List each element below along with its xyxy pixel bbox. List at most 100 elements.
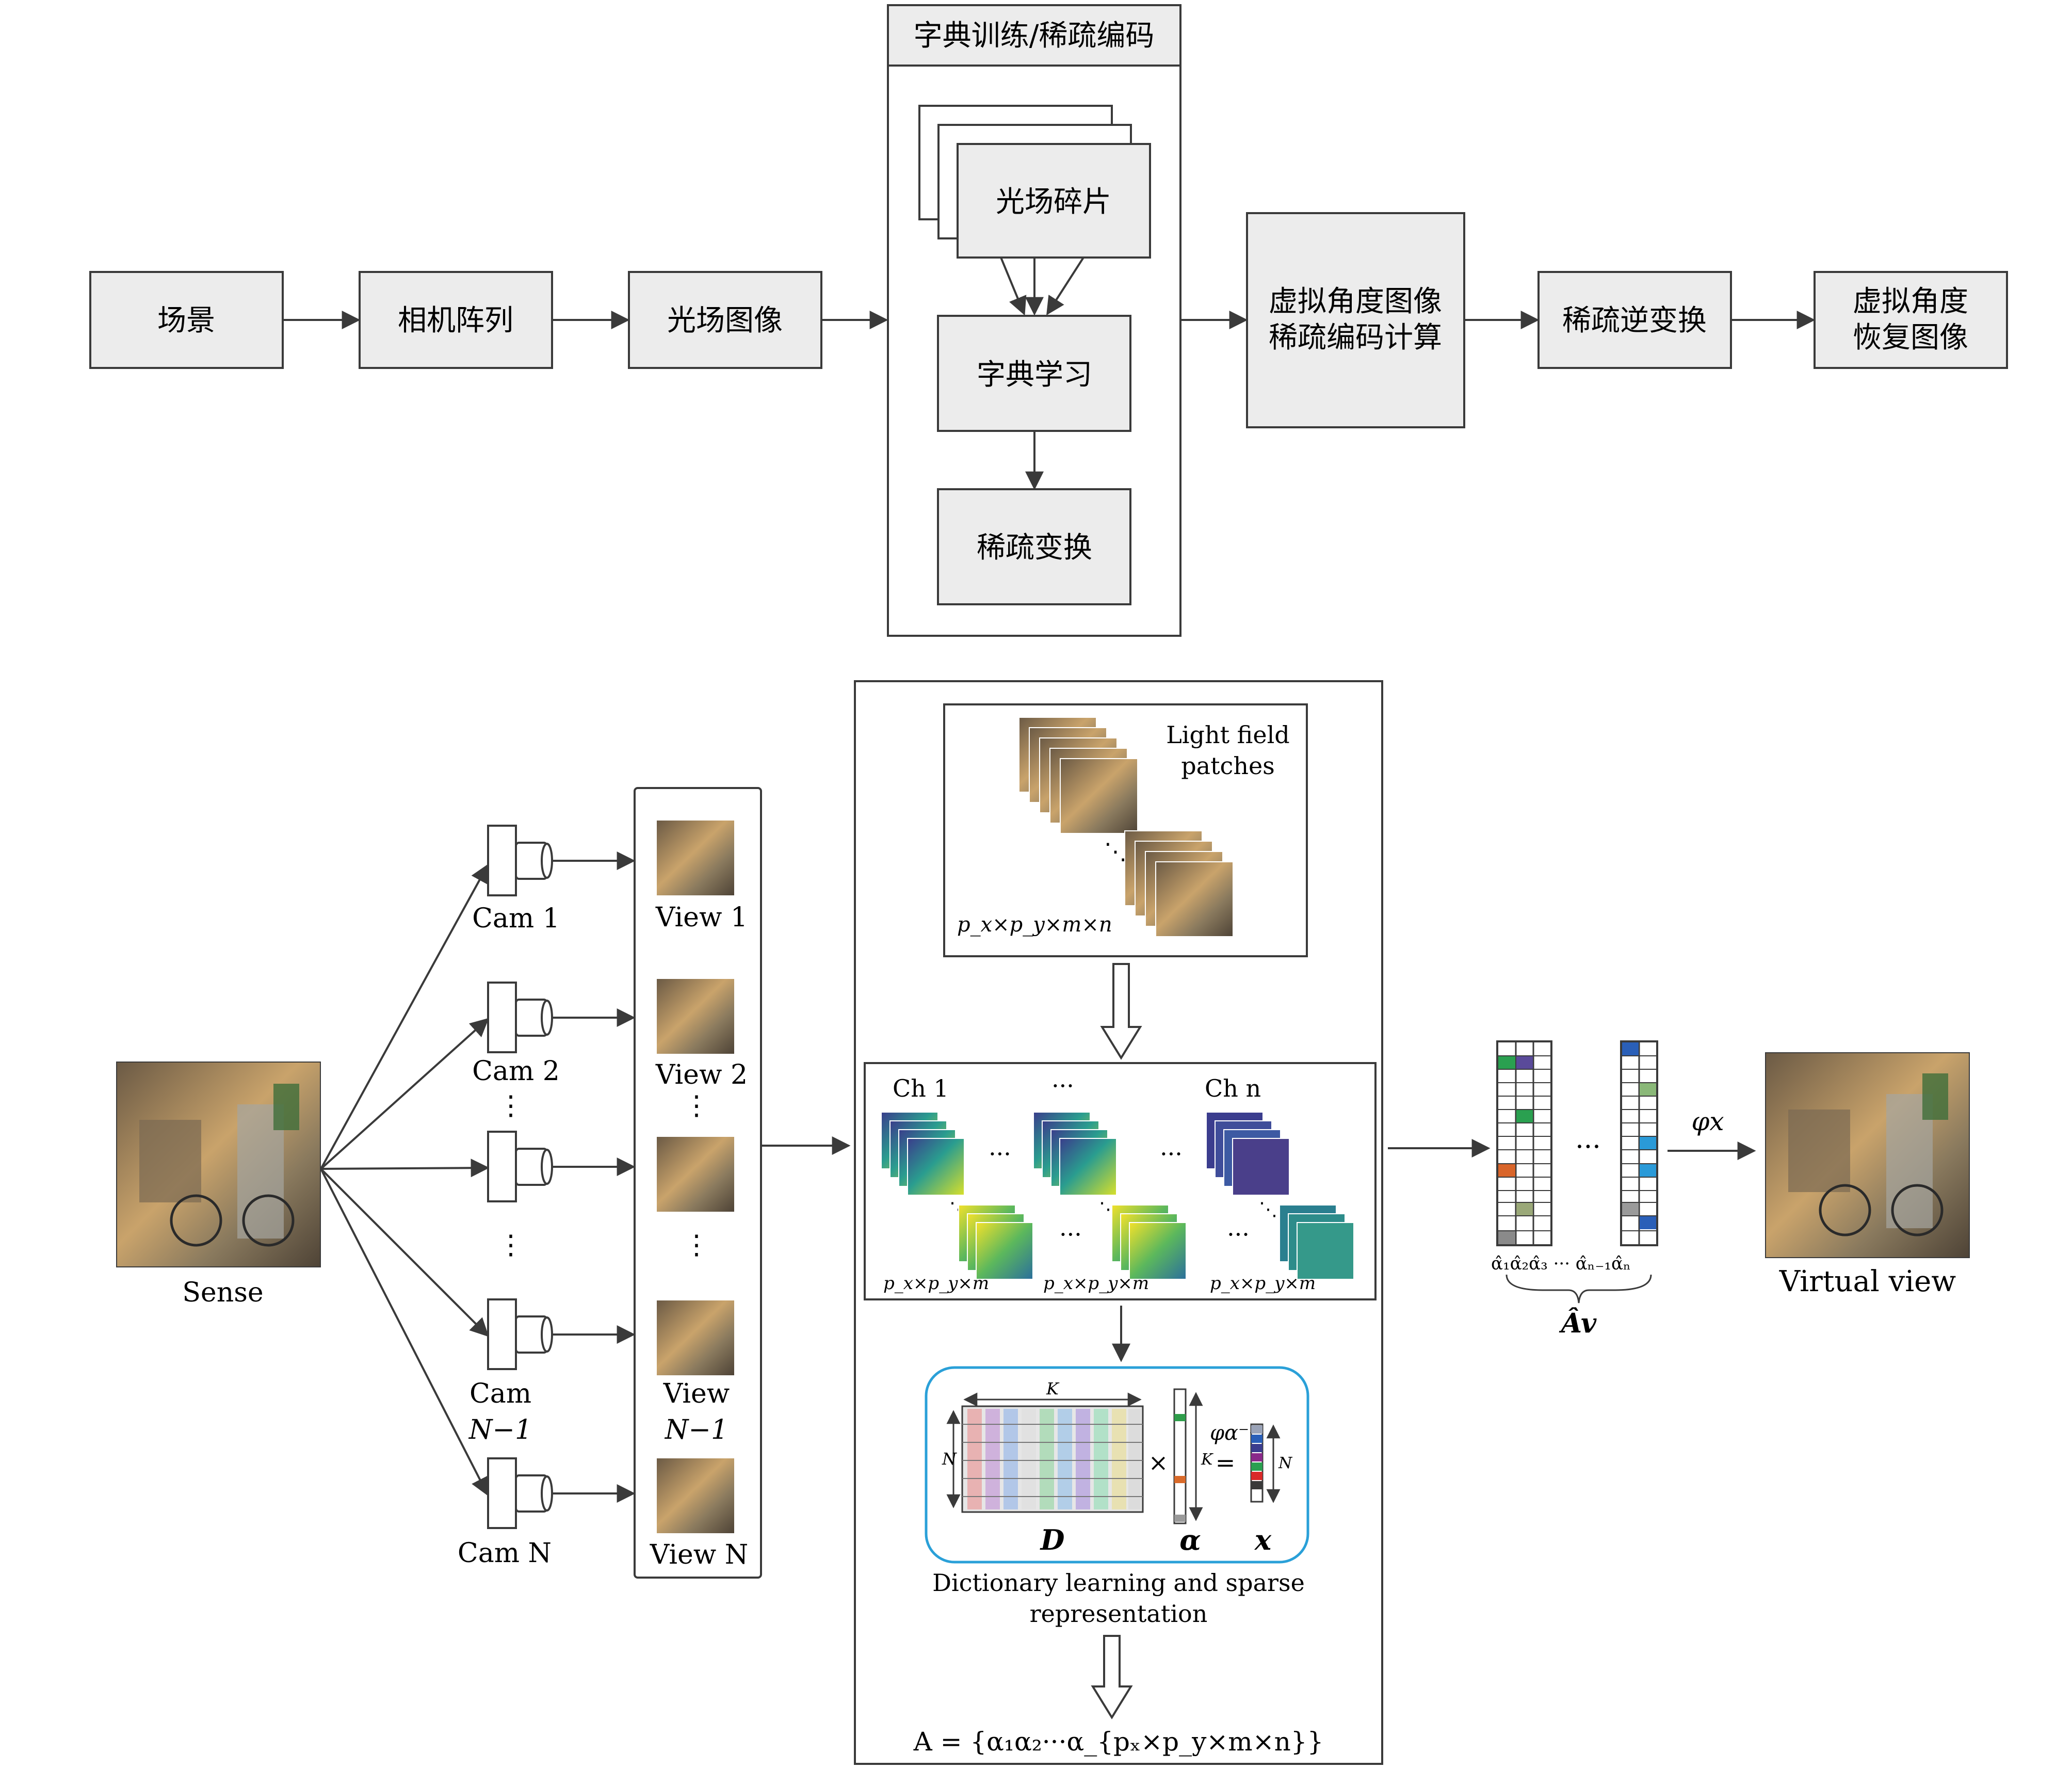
camera-n bbox=[487, 1457, 553, 1529]
virtual-coding-box: 虚拟角度图像 稀疏编码计算 bbox=[1246, 212, 1465, 428]
x-N-label: N bbox=[1278, 1454, 1293, 1472]
ch-1-label: Ch 1 bbox=[893, 1074, 949, 1102]
alpha-label: α bbox=[1179, 1523, 1201, 1556]
dict-caption-2: representation bbox=[1030, 1600, 1208, 1628]
view-mid-thumb bbox=[657, 1137, 734, 1212]
camera-array-box: 相机阵列 bbox=[359, 271, 553, 369]
cam-vdots-2: ⋮ bbox=[497, 1230, 524, 1261]
view-n-label: View N bbox=[650, 1539, 749, 1570]
lightfield-image-label: 光场图像 bbox=[667, 304, 783, 337]
ch-n-label: Ch n bbox=[1205, 1074, 1261, 1102]
lf-patches-label-2: patches bbox=[1181, 752, 1275, 780]
view-n-thumb bbox=[657, 1458, 734, 1533]
svg-text:···: ··· bbox=[1227, 1220, 1250, 1248]
processing-panel: ⋱ Light field patches p_x×p_y×m×n Ch 1 ·… bbox=[854, 680, 1383, 1765]
camera-1 bbox=[487, 825, 553, 896]
coeff-brace bbox=[1506, 1274, 1652, 1304]
camera-array-label: 相机阵列 bbox=[398, 304, 513, 337]
lf-dims-label: p_x×p_y×m×n bbox=[957, 913, 1112, 937]
sense-label: Sense bbox=[182, 1277, 263, 1308]
arrow-patches-dict-3 bbox=[1046, 256, 1084, 316]
sense-to-cam-arrows bbox=[320, 863, 490, 1497]
cam-1-label: Cam 1 bbox=[472, 903, 560, 934]
bottom-diagram: Sense Cam 1 Cam 2 ⋮ ⋮ bbox=[116, 680, 1970, 1765]
ch-1-dims: p_x×p_y×m bbox=[883, 1273, 989, 1294]
view-1-thumb bbox=[657, 821, 734, 895]
dict-K-label: K bbox=[1046, 1379, 1060, 1399]
dictionary-box: K N × K φα⁻¹ = bbox=[925, 1366, 1309, 1564]
cam-n-minus-1-label: Cam bbox=[470, 1378, 531, 1409]
lf-patches-box: ⋱ Light field patches p_x×p_y×m×n bbox=[943, 703, 1308, 957]
view-n-minus-1-thumb bbox=[657, 1300, 734, 1375]
cam-vdots-1: ⋮ bbox=[497, 1090, 524, 1121]
coeff-labels: α̂₁α̂₂α̂₃ ··· α̂ₙ₋₁α̂ₙ bbox=[1491, 1253, 1631, 1274]
svg-text:···: ··· bbox=[989, 1140, 1011, 1168]
dictionary-learning-label: 字典学习 bbox=[977, 358, 1092, 392]
views-column: View 1 View 2 ⋮ ⋮ View N−1 View N bbox=[634, 787, 762, 1579]
cam-2-label: Cam 2 bbox=[472, 1056, 560, 1087]
view-2-label: View 2 bbox=[655, 1059, 748, 1090]
virtual-coding-line1: 虚拟角度图像 bbox=[1269, 285, 1442, 318]
view-1-label: View 1 bbox=[655, 902, 748, 933]
scene-label: 场景 bbox=[157, 304, 215, 337]
ch-n-dims: p_x×p_y×m bbox=[1210, 1273, 1316, 1294]
sparse-transform-label: 稀疏变换 bbox=[977, 531, 1092, 565]
cam-n-label: Cam N bbox=[458, 1538, 552, 1569]
cam-n-minus-1-sub: N−1 bbox=[468, 1415, 532, 1445]
virtual-coding-line2: 稀疏编码计算 bbox=[1269, 321, 1442, 355]
A-formula: A = {α₁α₂···α_{pₓ×p_y×m×n}} bbox=[913, 1727, 1324, 1757]
view-n-minus-1-label: View bbox=[663, 1378, 730, 1409]
dict-group-title: 字典训练/稀疏编码 bbox=[914, 19, 1155, 53]
coeff-matrix-right bbox=[1620, 1040, 1658, 1246]
recover-image-box: 虚拟角度 恢复图像 bbox=[1814, 271, 2008, 369]
view-2-thumb bbox=[657, 979, 734, 1054]
lightfield-patches-stack: 光场碎片 bbox=[918, 105, 1151, 259]
times-sign: × bbox=[1148, 1449, 1169, 1476]
hollow-arrow-2 bbox=[1091, 1635, 1133, 1719]
inverse-transform-box: 稀疏逆变换 bbox=[1537, 271, 1732, 369]
lightfield-patches-label: 光场碎片 bbox=[996, 185, 1111, 219]
view-vdots-1: ⋮ bbox=[683, 1090, 710, 1121]
view-n-minus-1-sub: N−1 bbox=[664, 1415, 728, 1445]
recover-line2: 恢复图像 bbox=[1853, 321, 1968, 355]
dict-caption-1: Dictionary learning and sparse bbox=[932, 1569, 1305, 1597]
camera-mid bbox=[487, 1131, 553, 1202]
cam-to-view-arrows bbox=[553, 851, 636, 1503]
arrow-patches-dict-1 bbox=[1000, 257, 1027, 316]
virtual-view-image bbox=[1765, 1052, 1970, 1258]
svg-text:···: ··· bbox=[1160, 1140, 1183, 1168]
coeff-matrix-left bbox=[1496, 1040, 1552, 1246]
ch-dots-label: ··· bbox=[1051, 1072, 1074, 1100]
phi-inverse-label: φα⁻¹ bbox=[1210, 1421, 1257, 1445]
lightfield-image-box: 光场图像 bbox=[628, 271, 822, 369]
scene-box: 场景 bbox=[89, 271, 284, 369]
dictionary-learning-box: 字典学习 bbox=[937, 315, 1131, 432]
view-vdots-2: ⋮ bbox=[683, 1230, 710, 1261]
ch-mid-dims: p_x×p_y×m bbox=[1043, 1273, 1149, 1294]
dict-N-label: N bbox=[942, 1449, 957, 1469]
x-vector bbox=[1250, 1423, 1264, 1503]
recover-line1: 虚拟角度 bbox=[1853, 285, 1968, 318]
dict-training-group: 字典训练/稀疏编码 光场碎片 字典学习 稀疏变换 bbox=[887, 4, 1181, 637]
phi-x-label: φx bbox=[1691, 1106, 1724, 1136]
inverse-transform-label: 稀疏逆变换 bbox=[1562, 304, 1707, 337]
camera-n-minus-1 bbox=[487, 1298, 553, 1370]
A-v-label: Âv bbox=[1559, 1307, 1597, 1339]
svg-text:⋱: ⋱ bbox=[1259, 1199, 1277, 1220]
camera-2 bbox=[487, 982, 553, 1053]
lf-patches-dots: ⋱ bbox=[1104, 839, 1127, 865]
svg-text:···: ··· bbox=[1059, 1220, 1082, 1248]
alpha-K-label: K bbox=[1201, 1451, 1213, 1469]
channels-box: Ch 1 ··· Ch n ⋱ ··· ⋱ bbox=[864, 1062, 1377, 1300]
sparse-transform-box: 稀疏变换 bbox=[937, 488, 1131, 605]
sense-image bbox=[116, 1062, 321, 1267]
x-label: x bbox=[1254, 1523, 1272, 1556]
coeff-dots: ··· bbox=[1575, 1132, 1601, 1163]
equals-sign: = bbox=[1216, 1449, 1236, 1476]
hollow-arrow-1 bbox=[1100, 963, 1142, 1060]
top-flowchart: 场景 相机阵列 光场图像 字典训练/稀疏编码 光场碎片 bbox=[89, 4, 2008, 637]
virtual-view-label: Virtual view bbox=[1779, 1265, 1956, 1298]
lf-patches-label-1: Light field bbox=[1166, 721, 1290, 749]
alpha-vector bbox=[1173, 1388, 1187, 1524]
